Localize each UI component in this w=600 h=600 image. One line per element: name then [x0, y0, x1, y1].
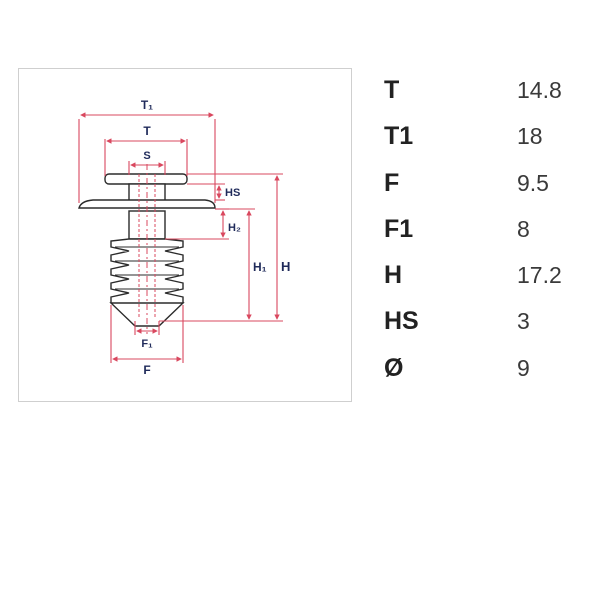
spec-label: F1 — [384, 214, 414, 243]
spec-label: T — [384, 76, 400, 104]
dimension-lines — [78, 112, 283, 363]
spec-table: T 14.8 T1 18 F 9.5 F1 8 H 17.2 HS 3 Ø 9 — [384, 72, 584, 396]
spec-row-h: H 17.2 — [384, 257, 584, 303]
pin-head — [104, 173, 188, 185]
label-hs: HS — [225, 187, 240, 199]
spec-value: 17.2 — [517, 262, 562, 289]
label-t: T — [143, 124, 151, 138]
label-h2: H₂ — [228, 222, 241, 234]
spec-row-diameter: Ø 9 — [384, 350, 584, 396]
spec-row-hs: HS 3 — [384, 303, 584, 349]
spec-label: Ø — [384, 353, 404, 382]
spec-label: HS — [384, 307, 419, 336]
spec-value: 8 — [517, 215, 530, 242]
label-f: F — [143, 363, 150, 377]
spec-value: 9.5 — [517, 169, 549, 196]
spec-label: H — [384, 261, 403, 290]
spec-row-t1: T1 18 — [384, 118, 584, 164]
label-f1: F₁ — [141, 338, 153, 350]
spec-row-f: F 9.5 — [384, 165, 584, 211]
label-h1: H₁ — [253, 260, 267, 274]
spec-row-t: T 14.8 — [384, 72, 584, 118]
spec-value: 14.8 — [517, 77, 562, 103]
spec-value: 18 — [517, 123, 543, 150]
spec-label: T1 — [384, 122, 414, 151]
spec-value: 9 — [517, 354, 530, 381]
center-lines — [138, 164, 156, 334]
diagram-panel: T₁ T S HS H₂ H₁ H F₁ F — [18, 68, 352, 402]
label-t1: T₁ — [141, 98, 153, 112]
label-s: S — [143, 150, 150, 162]
push-rivet-drawing: T₁ T S HS H₂ H₁ H F₁ F — [78, 98, 290, 377]
spec-row-f1: F1 8 — [384, 211, 584, 257]
flange — [78, 199, 216, 209]
label-h: H — [281, 259, 290, 274]
spec-value: 3 — [517, 308, 530, 335]
spec-label: F — [384, 168, 400, 197]
